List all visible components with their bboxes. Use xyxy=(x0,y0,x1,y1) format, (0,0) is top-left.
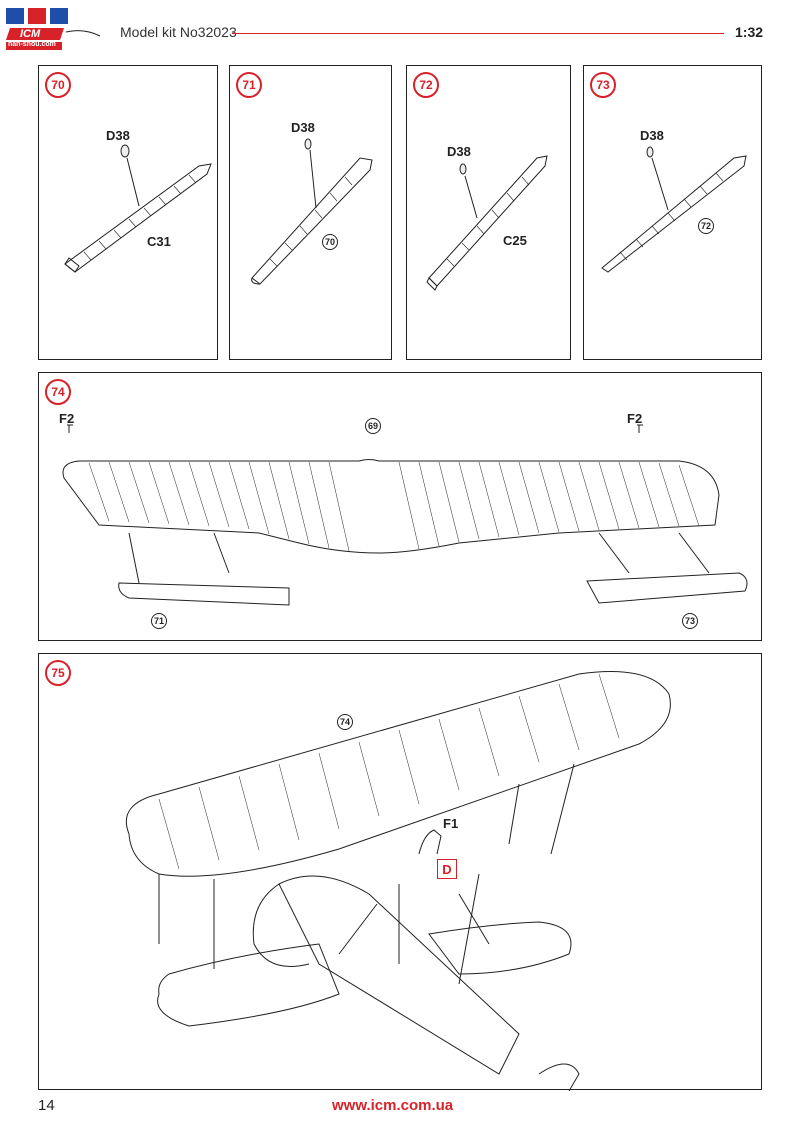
website-link[interactable]: www.icm.com.ua xyxy=(332,1097,454,1114)
ref-step-71: 71 xyxy=(151,613,167,629)
ref-step-72: 72 xyxy=(698,218,714,234)
page-header: ICM nan-shou.com Model kit No32023 1:32 xyxy=(0,0,800,60)
aileron-drawing xyxy=(64,144,212,273)
part-label: D38 xyxy=(640,128,664,143)
ref-step-73: 73 xyxy=(682,613,698,629)
part-label: D38 xyxy=(447,144,471,159)
step-panel-72: 72 D38 C25 xyxy=(406,65,571,360)
step-panel-74: 74 F2 F2 69 71 73 xyxy=(38,372,762,641)
step-panel-75: 75 74 F1 D xyxy=(38,653,762,1091)
ref-step-74: 74 xyxy=(337,714,353,730)
part-label: D38 xyxy=(106,128,130,143)
step-panel-71: 71 D38 70 xyxy=(229,65,392,360)
step-panel-73: 73 D38 72 xyxy=(583,65,762,360)
step-panel-70: 70 D38 C31 xyxy=(38,65,218,360)
part-label: F1 xyxy=(443,816,459,831)
step-number: 73 xyxy=(590,72,616,98)
upper-wing-drawing xyxy=(62,424,748,606)
part-label: D38 xyxy=(291,120,315,135)
ref-step-70: 70 xyxy=(322,234,338,250)
part-label: F2 xyxy=(59,411,75,426)
scale-label: 1:32 xyxy=(735,24,764,40)
step-number: 74 xyxy=(45,379,71,405)
logo-graphic xyxy=(6,8,101,50)
aircraft-assembly-drawing xyxy=(125,671,671,1091)
wing-section-drawing xyxy=(251,138,373,285)
header-rule xyxy=(232,33,724,34)
step-number: 72 xyxy=(413,72,439,98)
wing-section-drawing xyxy=(601,146,747,273)
aileron-drawing xyxy=(426,155,548,291)
step-number: 70 xyxy=(45,72,71,98)
step-number: 75 xyxy=(45,660,71,686)
model-kit-title: Model kit No32023 xyxy=(120,24,237,40)
part-label: F2 xyxy=(627,411,643,426)
logo-sub-text: ICM xyxy=(20,28,41,40)
part-label: C31 xyxy=(147,234,171,249)
page-number: 14 xyxy=(38,1097,55,1114)
part-label: C25 xyxy=(503,233,527,248)
logo-url-text: nan-shou.com xyxy=(8,41,56,48)
brand-logo: ICM nan-shou.com xyxy=(4,6,114,54)
step-number: 71 xyxy=(236,72,262,98)
decal-sheet-badge: D xyxy=(437,859,457,879)
ref-step-69: 69 xyxy=(365,418,381,434)
